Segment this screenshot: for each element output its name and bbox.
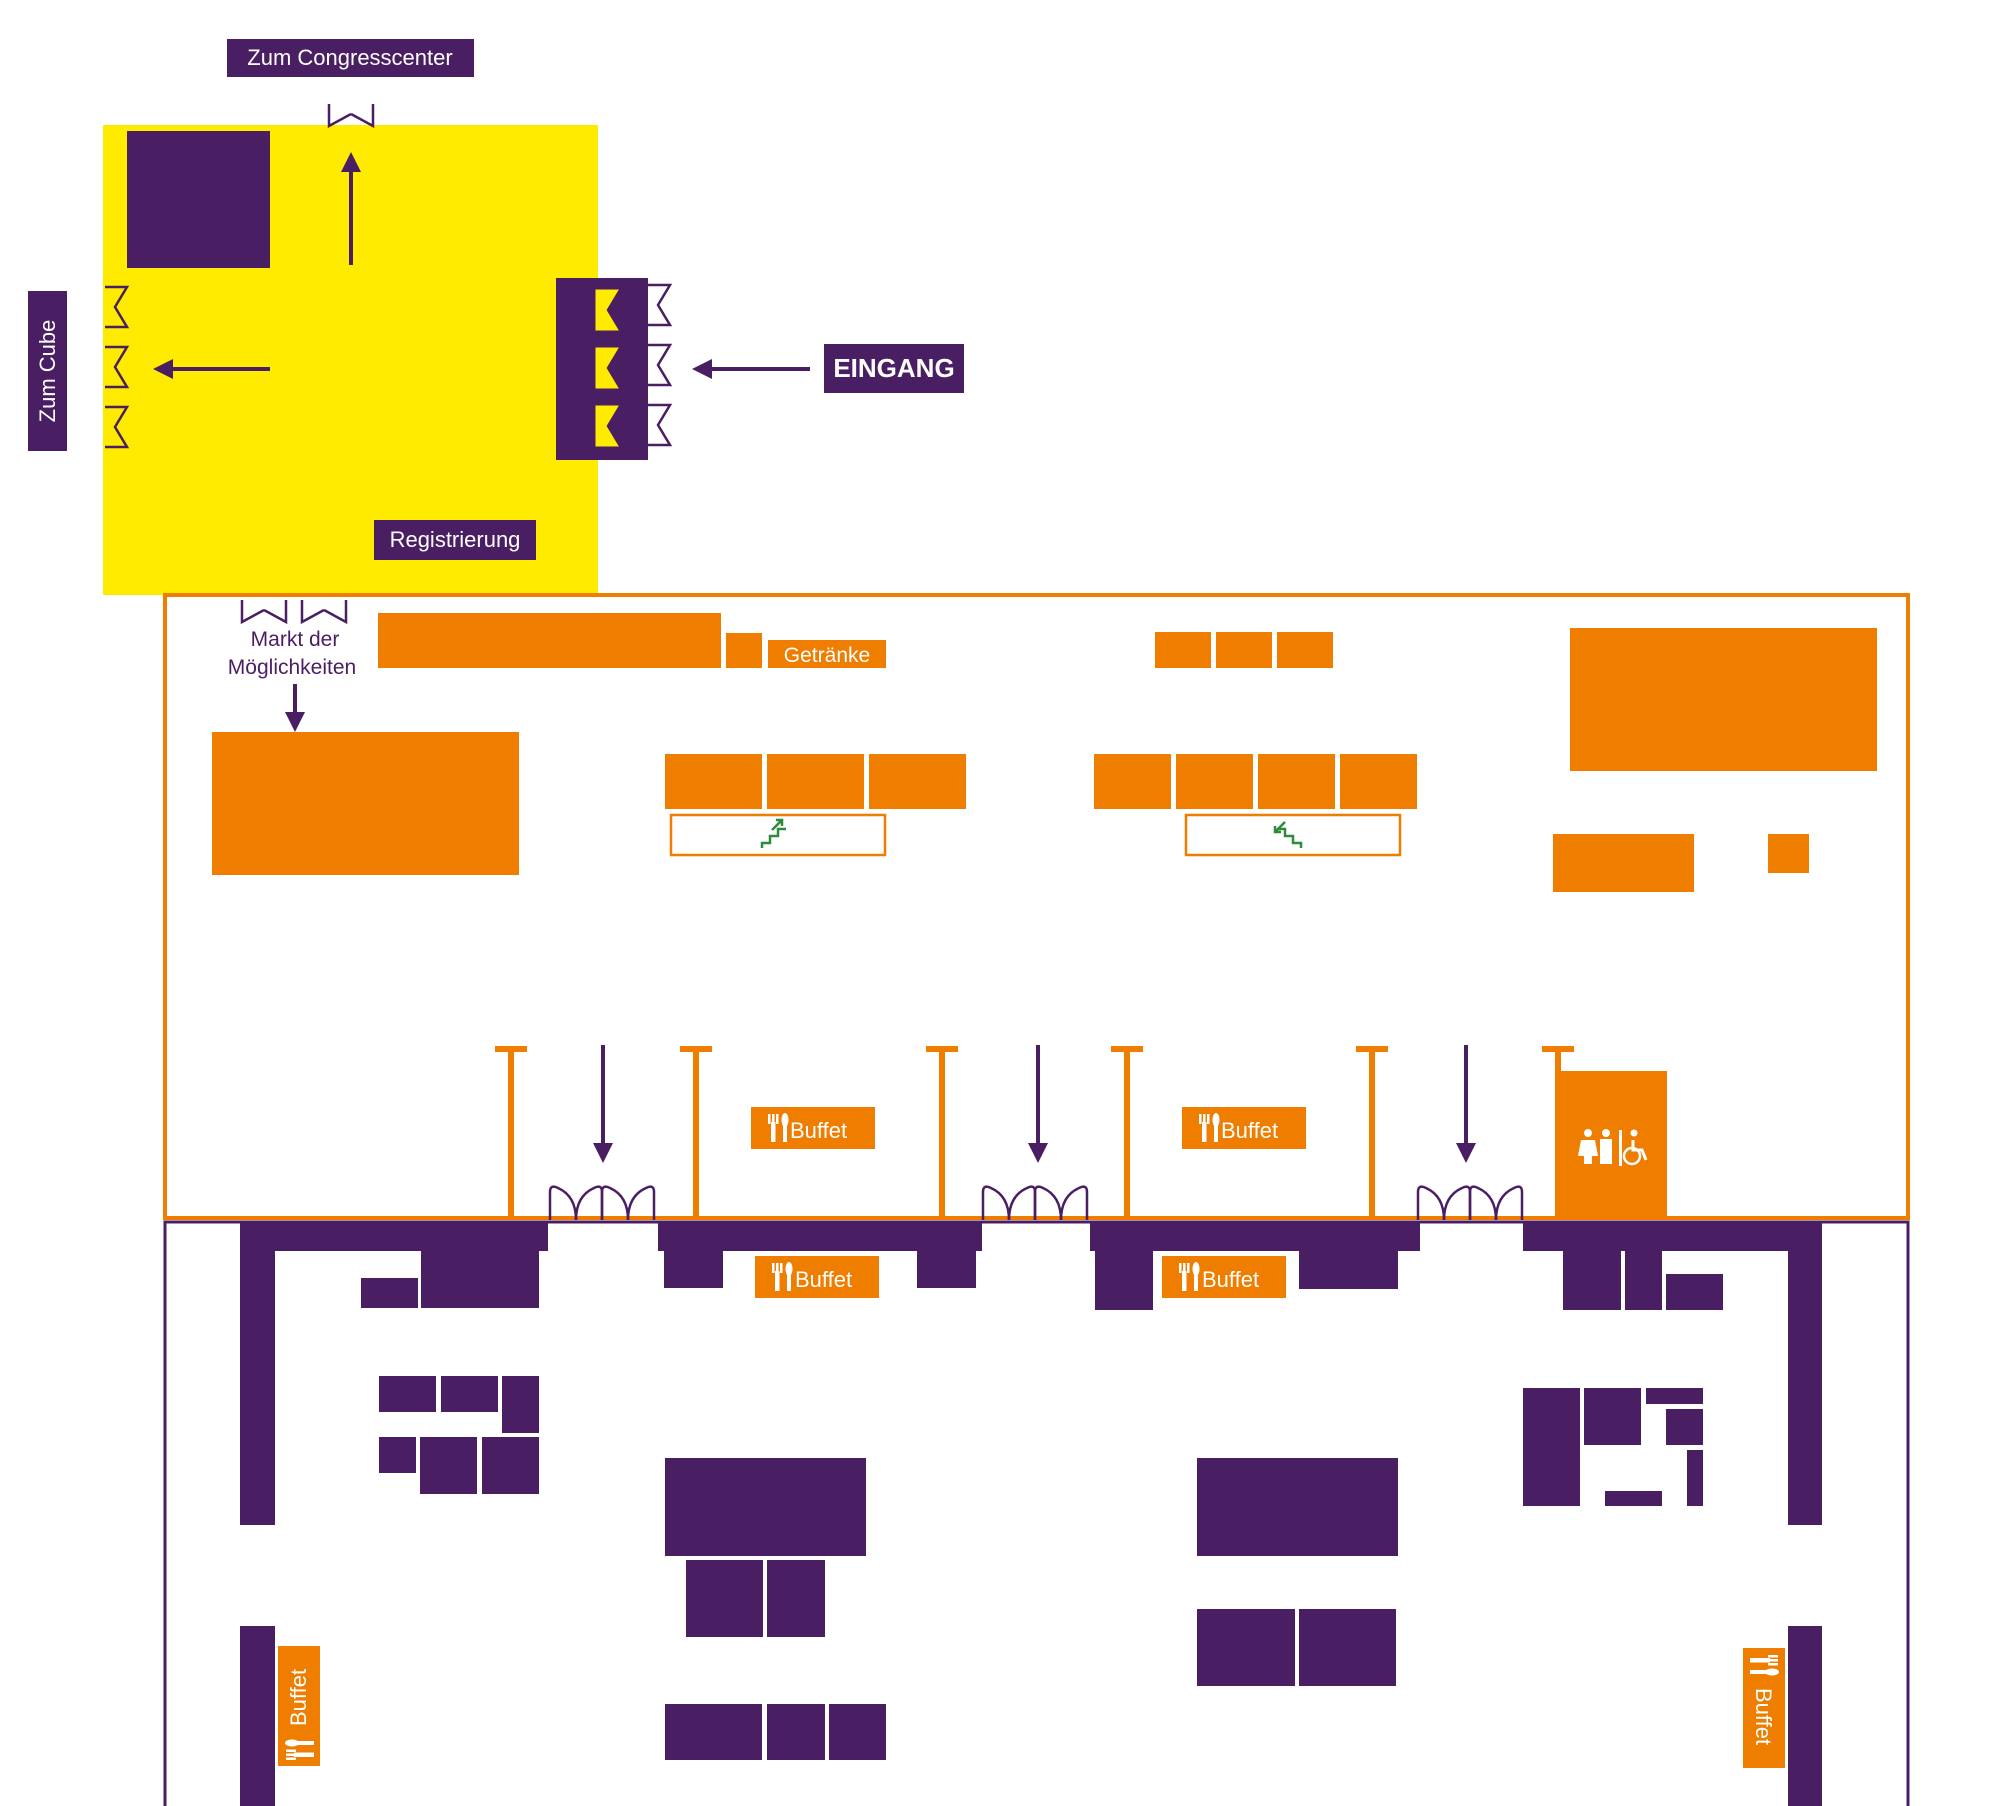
booth — [767, 1704, 825, 1760]
booth — [378, 613, 721, 668]
restroom-icon[interactable] — [1557, 1071, 1667, 1218]
buffet-label: Buffet — [795, 1267, 852, 1292]
booth — [421, 1251, 539, 1308]
door-icon[interactable] — [327, 102, 375, 128]
buffet-sign[interactable]: Buffet — [1162, 1256, 1286, 1298]
booth — [767, 754, 864, 809]
booth — [665, 1458, 866, 1556]
foyer-block — [127, 131, 270, 268]
booth — [1197, 1458, 1398, 1556]
booth — [829, 1704, 886, 1760]
booth — [1216, 632, 1272, 668]
pillar — [680, 1046, 712, 1216]
registration-sign[interactable]: Registrierung — [374, 520, 536, 560]
foyer-area — [103, 102, 810, 595]
booth — [502, 1376, 539, 1433]
booth — [1666, 1409, 1703, 1445]
double-door-icon[interactable] — [548, 1185, 656, 1222]
buffet-label: Buffet — [1202, 1267, 1259, 1292]
booth — [1768, 834, 1809, 873]
booth — [1687, 1450, 1703, 1506]
booth — [1095, 1251, 1153, 1310]
booth — [726, 633, 762, 668]
door-icon[interactable] — [646, 343, 672, 387]
booth — [869, 754, 966, 809]
door-icon[interactable] — [646, 403, 672, 447]
booth — [1563, 1251, 1621, 1310]
pillar — [495, 1046, 527, 1216]
booth — [1570, 628, 1877, 771]
market-label-line1: Markt der — [251, 628, 340, 651]
booth — [1523, 1388, 1580, 1506]
booth — [1605, 1491, 1662, 1506]
market-label-line2: Möglichkeiten — [228, 656, 356, 679]
booth — [767, 1560, 825, 1637]
booth — [686, 1560, 763, 1637]
congresscenter-label: Zum Congresscenter — [247, 45, 452, 70]
buffet-sign[interactable]: Buffet — [751, 1107, 875, 1149]
booth — [664, 1251, 723, 1288]
getraenke-label-box — [768, 640, 886, 668]
buffet-label: Buffet — [790, 1118, 847, 1143]
booth — [1277, 632, 1333, 668]
buffet-sign[interactable]: Buffet — [278, 1646, 320, 1766]
registration-label: Registrierung — [390, 527, 521, 552]
booth — [1155, 632, 1211, 668]
booth — [1625, 1251, 1662, 1310]
cube-sign[interactable]: Zum Cube — [28, 291, 67, 451]
buffet-sign[interactable]: Buffet — [755, 1256, 879, 1298]
pillar — [1111, 1046, 1143, 1216]
purple-hall: Buffet Buffet — [163, 1220, 1910, 1806]
entrance-label: EINGANG — [833, 353, 954, 383]
entrance-sign[interactable]: EINGANG — [824, 344, 964, 393]
booth — [420, 1437, 477, 1494]
cube-label: Zum Cube — [35, 320, 60, 423]
door-icon[interactable] — [240, 598, 288, 624]
booth — [1553, 834, 1694, 892]
booth — [379, 1376, 436, 1412]
booth — [1299, 1251, 1398, 1289]
booth — [1666, 1274, 1723, 1310]
booth — [1584, 1388, 1641, 1445]
double-door-icon[interactable] — [981, 1185, 1089, 1222]
buffet-sign[interactable]: Buffet — [1182, 1107, 1306, 1149]
booth — [482, 1437, 539, 1494]
booth — [665, 1704, 762, 1760]
escalator-up-icon[interactable] — [669, 813, 887, 857]
market-area — [212, 732, 519, 875]
congresscenter-sign[interactable]: Zum Congresscenter — [227, 39, 474, 77]
buffet-sign[interactable]: Buffet — [1743, 1648, 1785, 1768]
booth — [917, 1251, 976, 1288]
getraenke-label: Getränke — [784, 644, 870, 667]
booth — [1258, 754, 1335, 809]
orange-hall: Markt der Möglichkeiten Getränke — [163, 593, 1910, 1220]
double-door-icon[interactable] — [1416, 1185, 1524, 1222]
buffet-label: Buffet — [286, 1669, 311, 1726]
door-icon[interactable] — [300, 598, 348, 624]
buffet-label: Buffet — [1221, 1118, 1278, 1143]
booth — [379, 1437, 416, 1473]
booth — [1197, 1609, 1295, 1686]
buffet-label: Buffet — [1751, 1688, 1776, 1745]
booth — [1299, 1609, 1396, 1686]
booth — [1176, 754, 1253, 809]
booth — [1094, 754, 1171, 809]
escalator-down-icon[interactable] — [1184, 813, 1402, 857]
booth — [665, 754, 762, 809]
booth — [441, 1376, 498, 1412]
door-icon[interactable] — [646, 283, 672, 327]
pillar — [1356, 1046, 1388, 1216]
pillar — [926, 1046, 958, 1216]
booth — [1646, 1388, 1703, 1404]
booth — [1340, 754, 1417, 809]
booth — [361, 1278, 418, 1308]
